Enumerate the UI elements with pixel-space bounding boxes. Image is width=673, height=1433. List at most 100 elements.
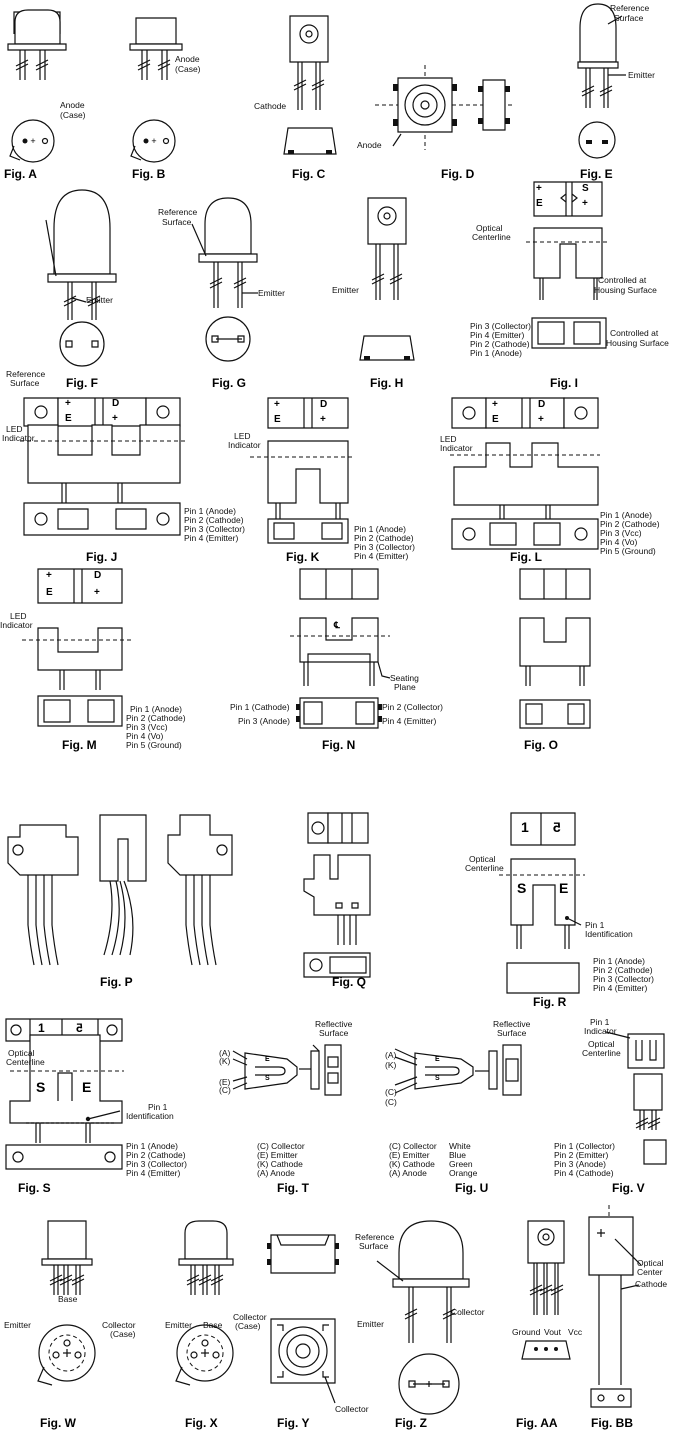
- fig-v: Pin 1 Indicator Optical Centerline Pin 1…: [550, 1010, 673, 1200]
- fig-j-mark-plus: +: [65, 398, 71, 409]
- fig-t: (A) (K) (E) (C) E S Reflective Surface (…: [215, 1015, 375, 1200]
- fig-i-mark-plus: +: [536, 183, 542, 194]
- fig-t-pinC: (C): [219, 1085, 231, 1095]
- fig-x: Emitter Base Collector (Case) Fig. X: [165, 1215, 275, 1433]
- fig-l-mark-e: E: [492, 414, 499, 425]
- fig-r-pinid1: Pin 1: [585, 920, 605, 930]
- fig-b-drawing: +: [118, 0, 228, 185]
- fig-n-caption: Fig. N: [322, 738, 356, 752]
- fig-k-mark-e: E: [274, 414, 281, 425]
- fig-y-caption: Fig. Y: [277, 1416, 310, 1430]
- fig-n-pin3: Pin 3 (Anode): [238, 716, 290, 726]
- fig-s-pinid2: Identification: [126, 1111, 174, 1121]
- fig-m-mark-plus2: +: [94, 587, 100, 598]
- fig-k: + E D + LED Indicator Pin 1 (Anode) Pin …: [220, 395, 440, 555]
- fig-g-ref1: Reference: [158, 207, 198, 217]
- fig-d-drawing: [355, 0, 520, 185]
- fig-e-ref2: Surface: [614, 13, 644, 23]
- fig-k-drawing: [220, 395, 440, 555]
- fig-u-color-orange: Orange: [449, 1168, 478, 1178]
- fig-j-caption: Fig. J: [86, 550, 118, 564]
- fig-bb-optical1: Optical: [637, 1258, 664, 1268]
- fig-o-caption: Fig. O: [524, 738, 558, 752]
- fig-x-drawing: [165, 1215, 275, 1433]
- fig-q: Fig. Q: [290, 805, 430, 1010]
- fig-j-pin3: Pin 3 (Collector): [184, 524, 245, 534]
- fig-z-caption: Fig. Z: [395, 1416, 427, 1430]
- fig-s-caption: Fig. S: [18, 1181, 51, 1195]
- fig-t-caption: Fig. T: [277, 1181, 309, 1195]
- fig-x-base: Base: [203, 1320, 223, 1330]
- fig-i-mark-s: S: [582, 183, 589, 194]
- fig-t-pin-k: (K) Cathode: [257, 1159, 303, 1169]
- fig-g: Reference Surface Emitter Fig. G: [150, 180, 310, 390]
- fig-m-pin1: Pin 1 (Anode): [130, 704, 182, 714]
- fig-t-pin-a: (A) Anode: [257, 1168, 295, 1178]
- fig-z-collector: Collector: [451, 1307, 485, 1317]
- fig-t-pinK: (K): [219, 1056, 231, 1066]
- fig-j-mark-e: E: [65, 413, 72, 424]
- fig-y: Collector Fig. Y: [265, 1215, 395, 1433]
- fig-r-mark-e: E: [559, 880, 569, 896]
- fig-l-led1: LED: [440, 434, 457, 444]
- fig-u-pinC: (C): [385, 1087, 397, 1097]
- fig-j-mark-d: D: [112, 398, 120, 409]
- fig-aa-ground: Ground: [512, 1327, 541, 1337]
- fig-k-pin4: Pin 4 (Emitter): [354, 551, 409, 561]
- fig-x-emitter: Emitter: [165, 1320, 192, 1330]
- fig-f-drawing: [0, 180, 150, 390]
- fig-b: + Anode (Case) Fig. B: [118, 0, 228, 185]
- fig-h-drawing: [330, 180, 450, 390]
- fig-e: Reference Surface Emitter Fig. E: [560, 0, 673, 185]
- fig-a: + Anode (Case) Fig. A: [0, 0, 110, 185]
- fig-c-caption: Fig. C: [292, 167, 326, 181]
- fig-i-pin2: Pin 2 (Cathode): [470, 339, 530, 349]
- fig-a-plus: +: [30, 136, 35, 146]
- fig-m-mark-plus: +: [46, 570, 52, 581]
- fig-n-seat2: Plane: [394, 682, 416, 692]
- fig-n-pin1: Pin 1 (Cathode): [230, 702, 290, 712]
- fig-w-caption: Fig. W: [40, 1416, 76, 1430]
- fig-h: Emitter Fig. H: [330, 180, 450, 390]
- fig-d: Anode Fig. D: [355, 0, 520, 185]
- fig-u-refl2: Surface: [497, 1028, 527, 1038]
- fig-q-drawing: [290, 805, 430, 1010]
- fig-l-pin5: Pin 5 (Ground): [600, 546, 656, 556]
- fig-s-mark-e: E: [82, 1079, 92, 1095]
- fig-p-drawing: [0, 805, 250, 1010]
- fig-r-mark-5: 5: [553, 819, 561, 835]
- fig-j-led2: Indicator: [2, 433, 35, 443]
- fig-v-pin2: Pin 2 (Emitter): [554, 1150, 609, 1160]
- fig-u-color-blue: Blue: [449, 1150, 467, 1160]
- fig-t-pinE: (E): [219, 1077, 231, 1087]
- fig-f-ref1: Reference: [6, 369, 46, 379]
- fig-u-pinK: (K): [385, 1060, 397, 1070]
- fig-v-ind2: Indicator: [584, 1026, 617, 1036]
- fig-m-drawing: [0, 566, 230, 796]
- fig-u: (A) (K) (C) (C) E S Reflective Surface (…: [375, 1015, 550, 1200]
- fig-k-led1: LED: [234, 431, 251, 441]
- fig-bb: Optical Center Cathode Fig. BB: [585, 1205, 673, 1433]
- fig-i-caption: Fig. I: [550, 376, 578, 390]
- fig-v-pin1: Pin 1 (Collector): [554, 1141, 615, 1151]
- fig-t-mark-s: S: [265, 1075, 270, 1082]
- fig-e-emitter-label: Emitter: [628, 70, 655, 80]
- fig-s-pin3: Pin 3 (Collector): [126, 1159, 187, 1169]
- fig-a-case-label: (Case): [60, 110, 86, 120]
- fig-t-drawing: [215, 1015, 375, 1200]
- fig-w-base: Base: [58, 1294, 78, 1304]
- fig-j-drawing: [0, 395, 230, 535]
- fig-s-optical1: Optical: [8, 1048, 35, 1058]
- fig-g-drawing: [150, 180, 310, 390]
- fig-l-caption: Fig. L: [510, 550, 542, 564]
- fig-aa: Ground Vout Vcc Fig. AA: [500, 1215, 590, 1433]
- fig-s-drawing: [0, 1015, 215, 1200]
- fig-x-coll1: Collector: [233, 1312, 267, 1322]
- fig-l-mark-plus2: +: [538, 414, 544, 425]
- fig-s-optical2: Centerline: [6, 1057, 45, 1067]
- fig-b-case-label: (Case): [175, 64, 201, 74]
- fig-l-mark-plus: +: [492, 399, 498, 410]
- fig-n-pin4: Pin 4 (Emitter): [382, 716, 437, 726]
- fig-s-pin4: Pin 4 (Emitter): [126, 1168, 181, 1178]
- fig-a-drawing: +: [0, 0, 110, 185]
